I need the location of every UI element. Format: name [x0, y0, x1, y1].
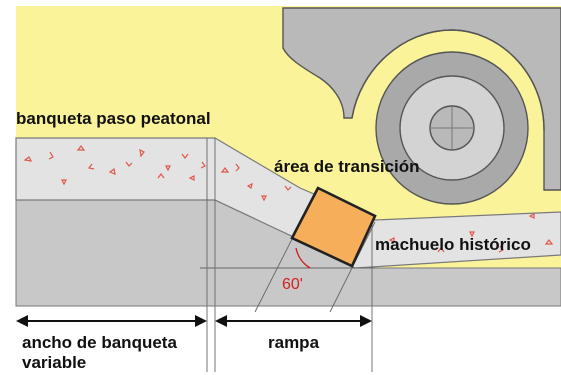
sidewalk-width-label: ancho de banqueta [22, 333, 177, 352]
dimension-arrows [16, 315, 372, 327]
angle-arc [295, 247, 311, 269]
ramp-label: rampa [268, 333, 320, 352]
sidewalk-label: banqueta paso peatonal [16, 109, 211, 128]
car-icon [282, 7, 561, 205]
historic-curb-label: machuelo histórico [375, 235, 531, 254]
sidewalk-band [15, 137, 561, 269]
guide-lines [200, 138, 376, 372]
angle-label: 60' [282, 276, 303, 293]
sidewalk-width-label-line2: variable [22, 353, 86, 372]
transition-area-box [290, 186, 377, 268]
aggregate-specks [23, 145, 554, 253]
transition-area-label: área de transición [274, 157, 420, 176]
